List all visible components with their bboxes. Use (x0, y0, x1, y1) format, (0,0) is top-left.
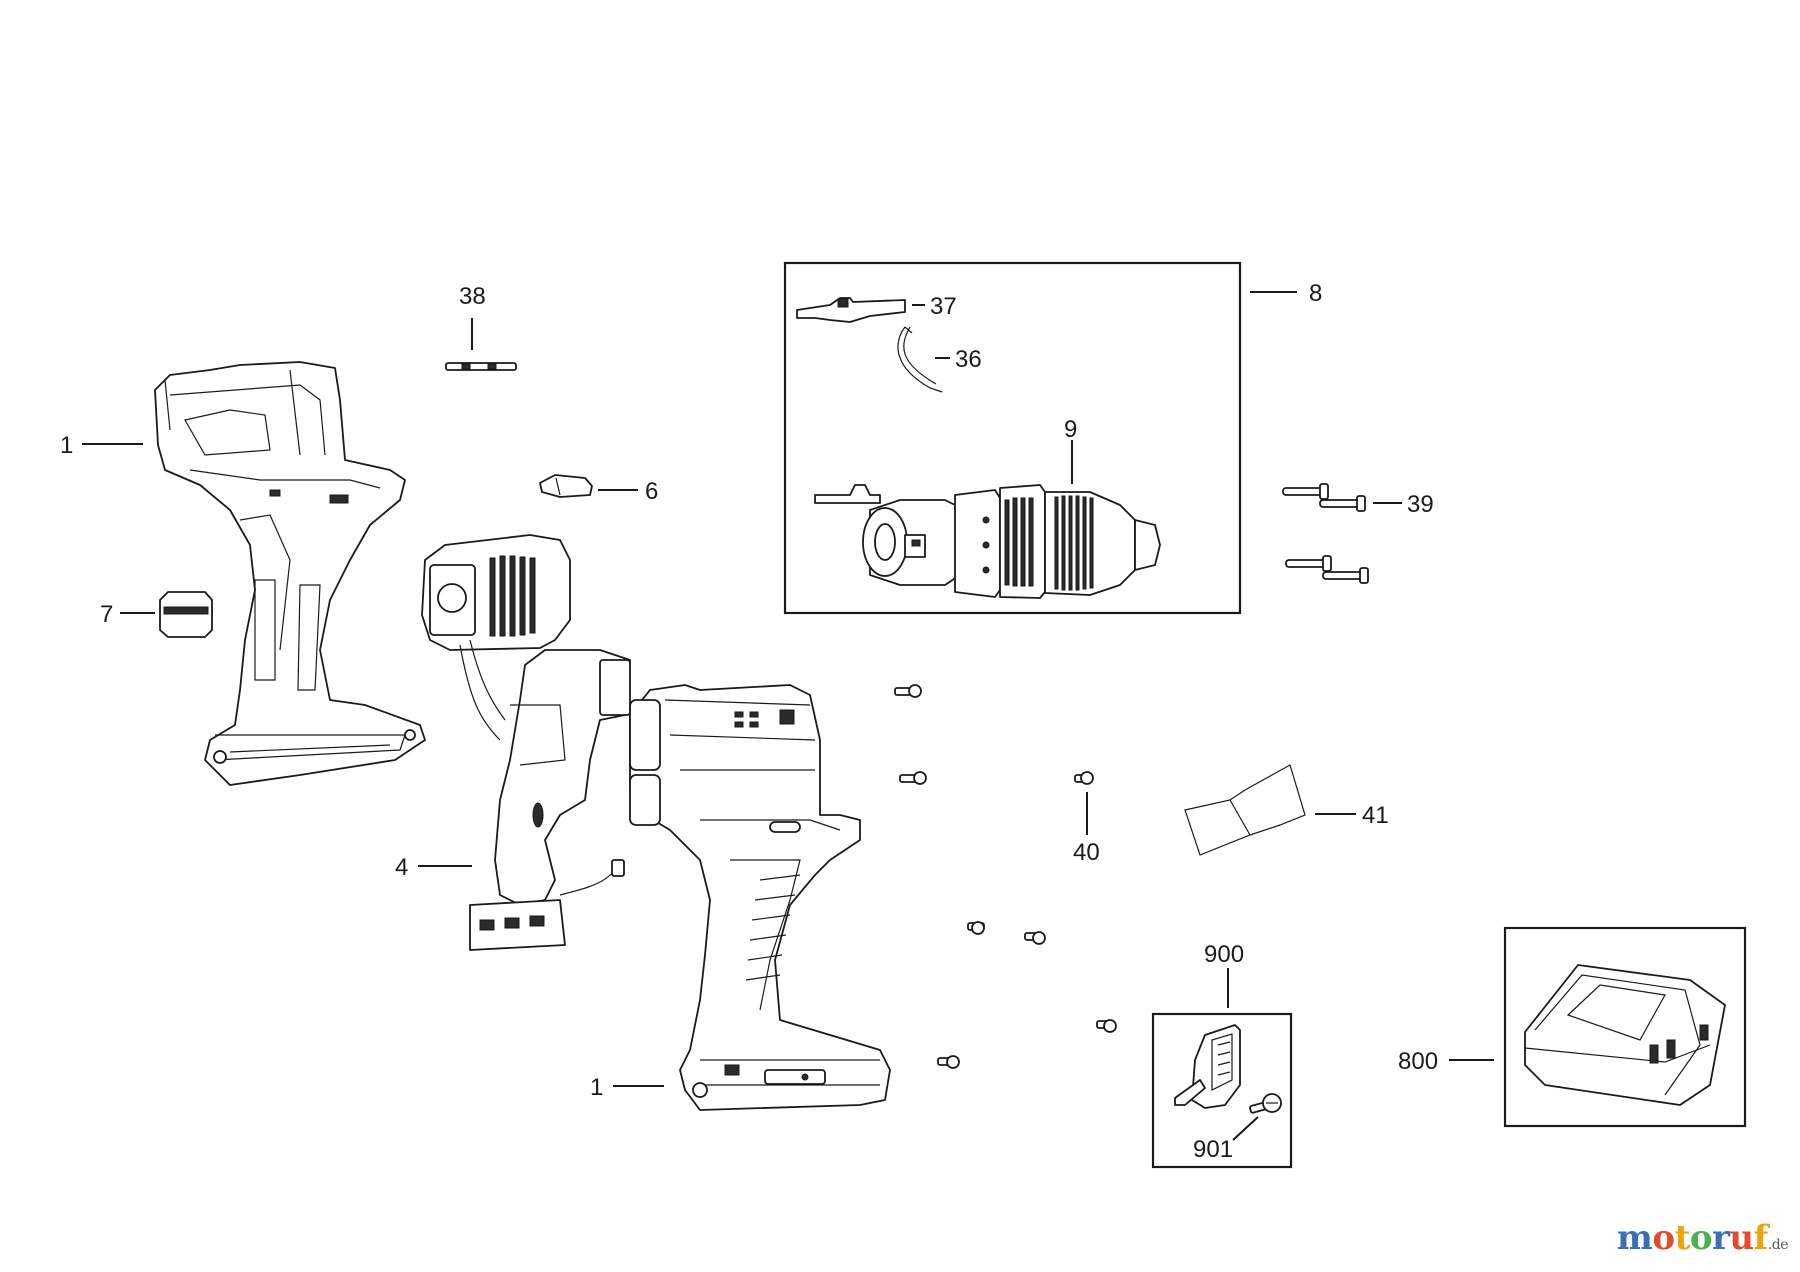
motor-winding-stripes (489, 555, 536, 637)
part-40-screws (894, 684, 1117, 1069)
callout-9: 9 (1064, 416, 1077, 443)
callout-900: 900 (1204, 941, 1244, 968)
frame-part-900 (1151, 1012, 1293, 1169)
part-800-carry-case (1524, 964, 1726, 1106)
callout-39: 39 (1407, 491, 1434, 518)
frame-part-8 (783, 261, 1242, 615)
watermark-logo: motoruf.de (1616, 1218, 1789, 1258)
callout-901: 901 (1193, 1136, 1233, 1163)
part-4-motor-switch-assembly (421, 534, 631, 951)
callout-1-bottom: 1 (590, 1074, 603, 1101)
screw (899, 771, 927, 785)
callout-800: 800 (1398, 1048, 1438, 1075)
screw (1285, 555, 1332, 572)
callout-1-top: 1 (60, 432, 73, 459)
part-37-lever (796, 297, 906, 323)
screw (1322, 567, 1369, 584)
watermark-letter: o (1689, 1218, 1713, 1258)
screw (894, 684, 922, 698)
watermark-suffix: .de (1767, 1237, 1789, 1253)
callout-7: 7 (100, 601, 113, 628)
callout-40: 40 (1073, 839, 1100, 866)
callout-36: 36 (955, 346, 982, 373)
watermark-letter: r (1712, 1218, 1730, 1258)
watermark-letter: m (1616, 1218, 1653, 1258)
screw (1024, 931, 1046, 945)
screw (1282, 483, 1329, 500)
part-9-gearbox-chuck (814, 484, 1161, 599)
callout-38: 38 (459, 283, 486, 310)
part-41-label (1184, 764, 1306, 856)
part-36-spring-clip (897, 326, 943, 393)
knurled-ring (1004, 497, 1034, 587)
part-38-clip (445, 362, 517, 371)
callout-labels: 1 38 6 7 4 1 8 37 36 9 39 40 41 800 900 … (60, 280, 1438, 1163)
part-39-screws (1282, 483, 1369, 584)
screw (1319, 495, 1366, 512)
frame-part-800 (1503, 926, 1747, 1128)
part-900-belt-clip (1174, 1024, 1241, 1109)
watermark-letter: u (1729, 1218, 1754, 1258)
part-901-clip-screw (1249, 1093, 1282, 1114)
watermark-letter: o (1652, 1218, 1675, 1258)
callout-41: 41 (1362, 802, 1389, 829)
screw (937, 1055, 960, 1069)
callout-4: 4 (395, 854, 408, 881)
housing-right-half (629, 684, 891, 1111)
leader-lines (82, 291, 1494, 1141)
chuck-grip-lines (1054, 495, 1094, 591)
watermark-letter: t (1674, 1218, 1691, 1258)
housing-left-half (154, 361, 426, 786)
screw (1074, 771, 1094, 785)
screw (967, 921, 985, 935)
clip-grip-lines (1217, 1041, 1231, 1076)
part-6-switch-slider (539, 474, 593, 498)
callout-37: 37 (930, 293, 957, 320)
callout-8: 8 (1309, 280, 1322, 307)
callout-6: 6 (645, 478, 658, 505)
watermark-letter: f (1753, 1218, 1769, 1258)
part-7-pad (159, 591, 213, 638)
screw (1096, 1019, 1117, 1033)
